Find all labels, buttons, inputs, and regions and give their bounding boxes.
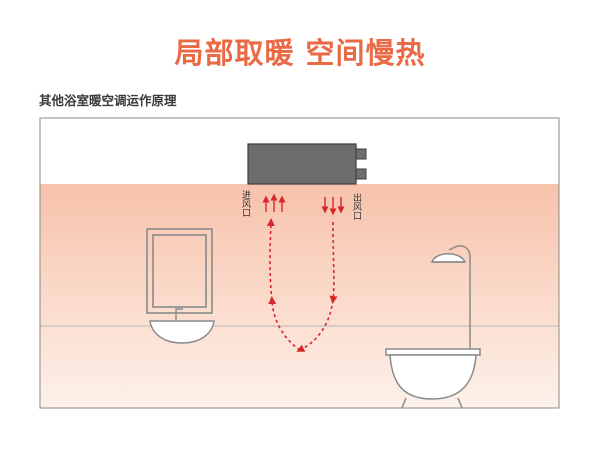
outlet-arrows [321, 197, 345, 216]
air-circulation-loop [266, 218, 338, 352]
air-conditioner-unit [247, 143, 367, 185]
intake-arrows [262, 193, 286, 212]
page-title: 局部取暖 空间慢热 [174, 36, 426, 70]
shower [430, 245, 471, 350]
sink [149, 308, 215, 344]
room-warm-air-zone [40, 184, 559, 408]
mirror [146, 228, 213, 314]
outlet-label: 出风口 [351, 193, 361, 220]
intake-label: 进风口 [240, 190, 250, 217]
bathtub [385, 348, 481, 409]
room-outline [39, 117, 560, 409]
diagram-caption: 其他浴室暖空调运作原理 [39, 93, 177, 108]
